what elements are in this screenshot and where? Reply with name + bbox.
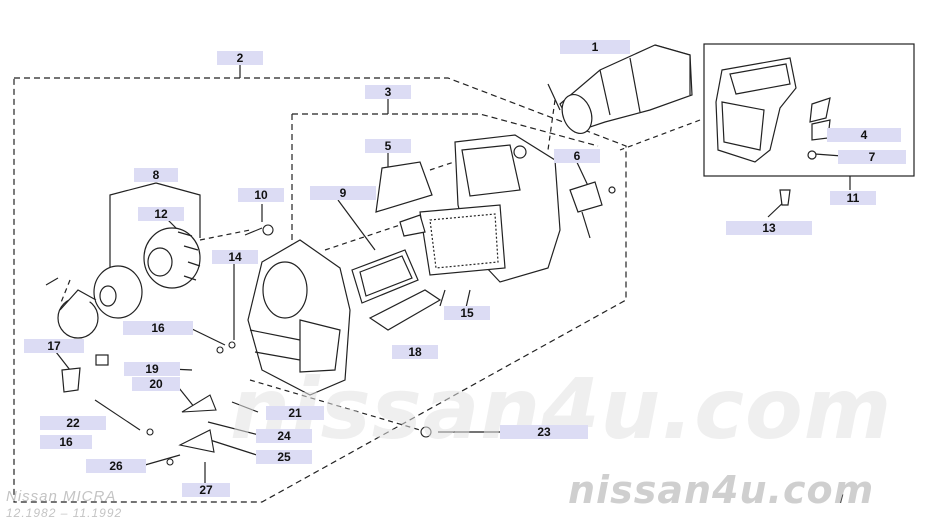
- callout-6[interactable]: 6: [554, 149, 600, 163]
- callout-5[interactable]: 5: [365, 139, 411, 153]
- callout-26[interactable]: 26: [86, 459, 146, 473]
- part-18-door: [368, 289, 442, 331]
- callout-22[interactable]: 22: [40, 416, 106, 430]
- callout-15[interactable]: 15: [444, 306, 490, 320]
- part-3-heater-case: [399, 134, 561, 283]
- callout-9[interactable]: 9: [310, 186, 376, 200]
- group-3-outline: [292, 113, 599, 147]
- callout-19[interactable]: 19: [124, 362, 180, 376]
- part-17-bracket: [57, 289, 109, 393]
- model-name: Nissan MICRA: [6, 488, 117, 505]
- callout-14[interactable]: 14: [212, 250, 258, 264]
- callout-24[interactable]: 24: [256, 429, 312, 443]
- group-11-outline: [703, 43, 915, 177]
- callout-23[interactable]: 23: [500, 425, 588, 439]
- callout-16-bottom[interactable]: 16: [40, 435, 92, 449]
- part-11-housing: [715, 57, 831, 206]
- callout-13[interactable]: 13: [726, 221, 812, 235]
- callout-21[interactable]: 21: [266, 406, 324, 420]
- callout-2[interactable]: 2: [217, 51, 263, 65]
- group-2-outline: [13, 77, 627, 503]
- watermark-small: nissan4u.com: [568, 468, 875, 512]
- callout-8[interactable]: 8: [134, 168, 178, 182]
- part-5-flap: [375, 161, 433, 213]
- callout-10[interactable]: 10: [238, 188, 284, 202]
- linkage-parts: [45, 224, 432, 466]
- callout-12[interactable]: 12: [138, 207, 184, 221]
- callout-20[interactable]: 20: [132, 377, 180, 391]
- callout-4[interactable]: 4: [827, 128, 901, 142]
- callout-25[interactable]: 25: [256, 450, 312, 464]
- part-6-switch: [569, 181, 616, 239]
- part-12-fan: [143, 227, 201, 289]
- callout-17[interactable]: 17: [24, 339, 84, 353]
- part-9-door: [351, 249, 419, 304]
- callout-18[interactable]: 18: [392, 345, 438, 359]
- callout-27[interactable]: 27: [182, 483, 230, 497]
- production-dates: 12.1982 – 11.1992: [6, 506, 123, 520]
- part-2-blower-housing: [247, 239, 351, 396]
- callout-7[interactable]: 7: [838, 150, 906, 164]
- callout-1[interactable]: 1: [560, 40, 630, 54]
- watermark-large: nissan4u.com: [230, 360, 893, 458]
- part-8-motor: [93, 265, 143, 319]
- corner-mark: /: [840, 492, 844, 506]
- part-1-duct: [559, 44, 693, 134]
- callout-3[interactable]: 3: [365, 85, 411, 99]
- callout-11[interactable]: 11: [830, 191, 876, 205]
- callout-16-top[interactable]: 16: [123, 321, 193, 335]
